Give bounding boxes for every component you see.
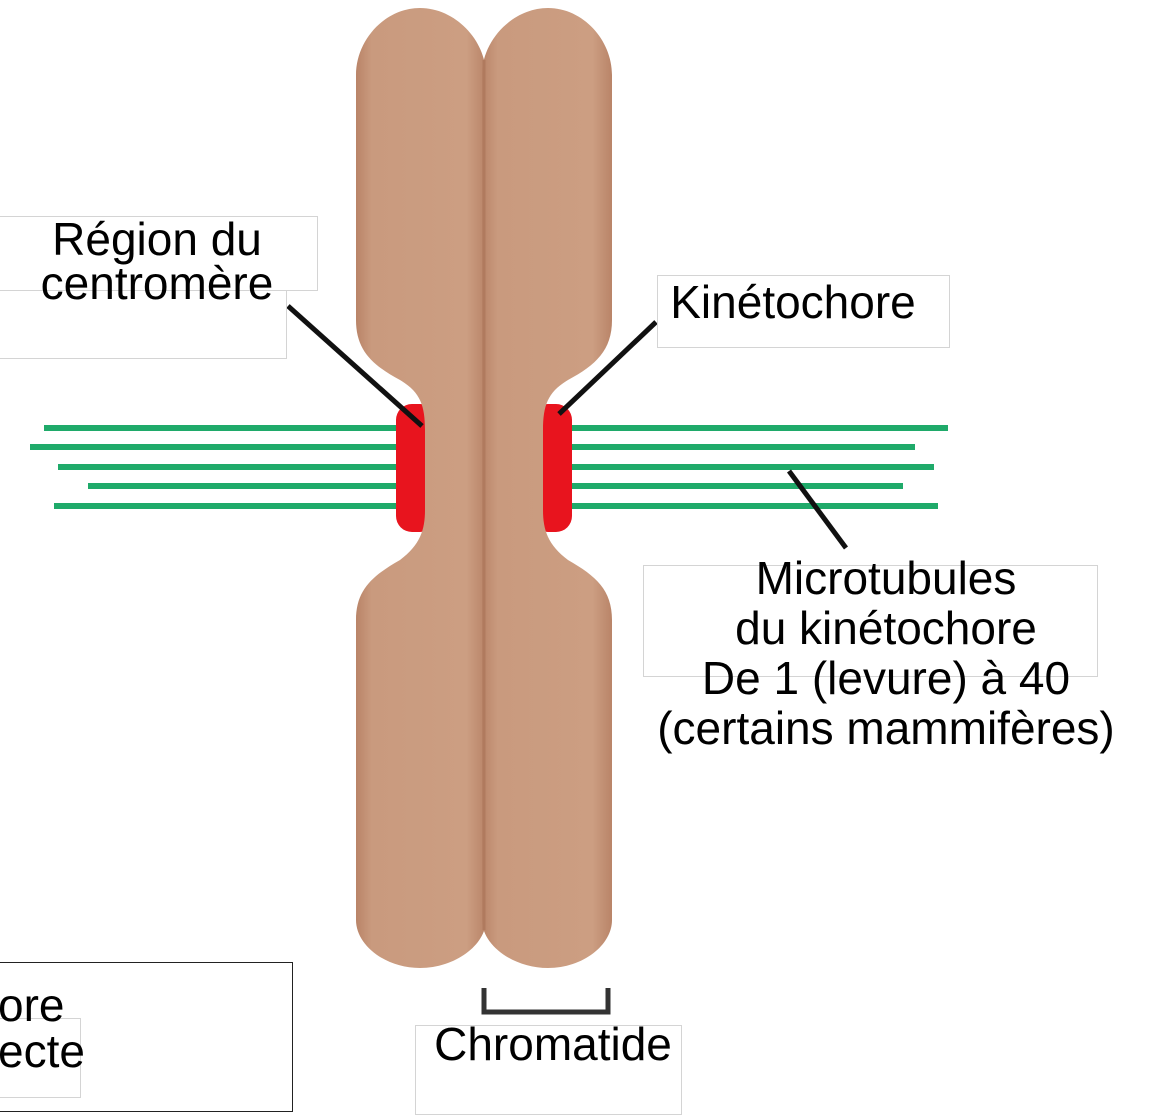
microtubules-right [556, 428, 948, 506]
microtubules-label-line-2: du kinétochore [620, 603, 1152, 653]
cropped-label: ore ecte [0, 980, 108, 1076]
cropped-label-line-2: ecte [0, 1026, 108, 1076]
centromere-label-line-2: centromère [12, 258, 302, 308]
cropped-label-line-1: ore [0, 980, 108, 1030]
chromatid-label: Chromatide [408, 1019, 698, 1069]
microtubules-label-line-3: De 1 (levure) à 40 [620, 653, 1152, 703]
pointer-microtubules [789, 471, 846, 548]
microtubules-label: Microtubules du kinétochore De 1 (levure… [620, 553, 1152, 753]
microtubules-label-line-4: (certains mammifères) [620, 703, 1152, 753]
kinetochore-label: Kinétochore [645, 277, 941, 327]
microtubules-label-line-1: Microtubules [620, 553, 1152, 603]
centromere-label: Région du centromère [12, 214, 302, 308]
chromatid-bracket [484, 988, 608, 1012]
microtubules-left [30, 428, 410, 506]
